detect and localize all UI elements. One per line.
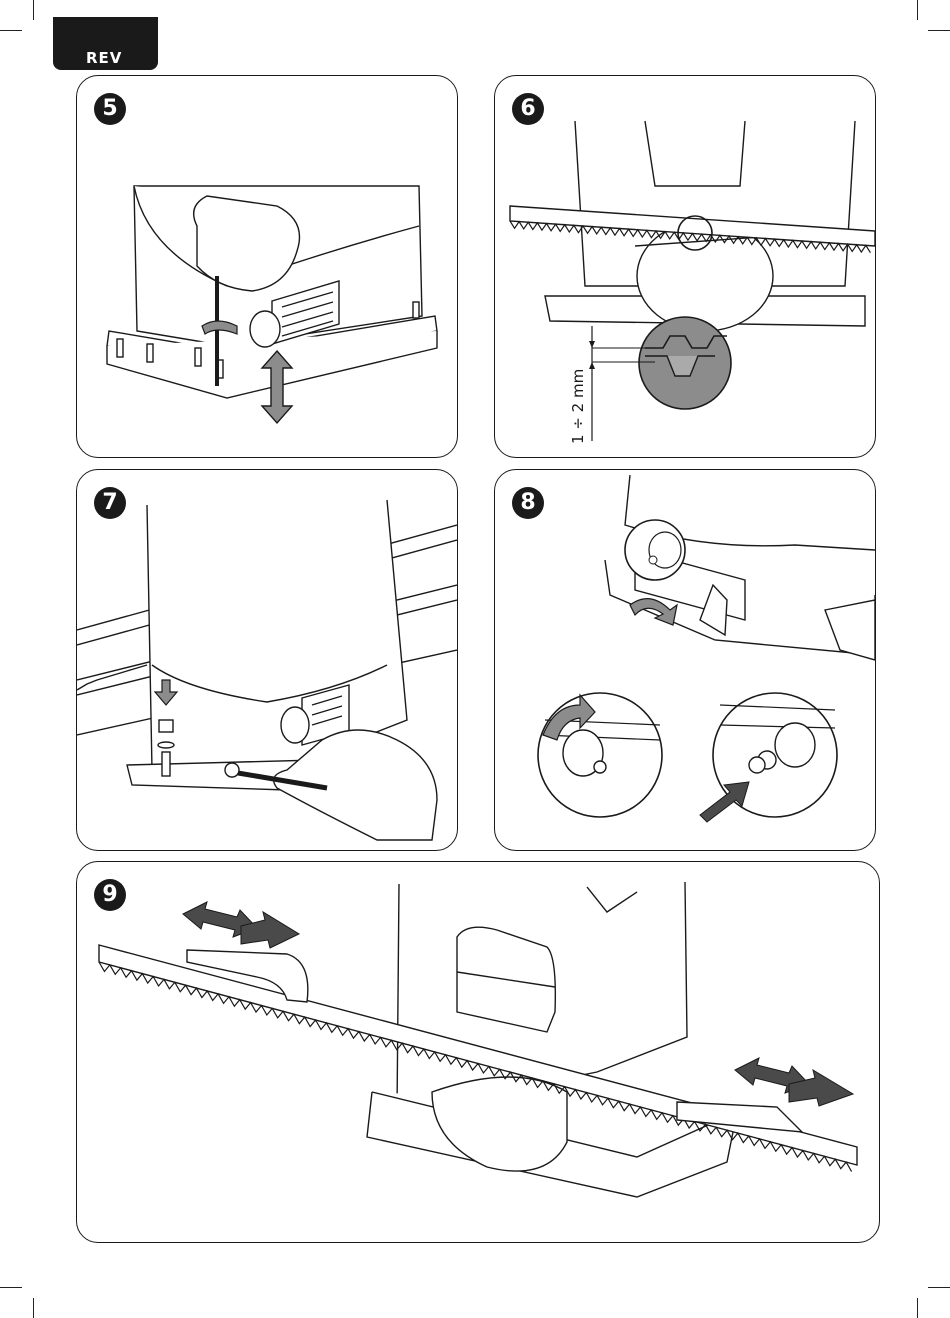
crop-mark <box>0 1287 22 1288</box>
step-8-panel: 8 <box>494 469 876 851</box>
crop-mark <box>917 1298 918 1318</box>
section-tab: REV <box>53 17 158 70</box>
crop-mark <box>33 1298 34 1318</box>
section-tab-label: REV <box>86 49 122 67</box>
step-6-illustration <box>495 76 875 457</box>
step-5-illustration <box>77 76 457 457</box>
crop-mark <box>0 30 22 31</box>
step-9-panel: 9 <box>76 861 880 1243</box>
step-7-panel: 7 <box>76 469 458 851</box>
crop-mark <box>928 1287 950 1288</box>
crop-mark <box>33 0 34 20</box>
step-8-illustration <box>495 470 875 850</box>
step-6-panel: 6 1 ÷ 2 mm <box>494 75 876 458</box>
step-7-illustration <box>77 470 457 850</box>
step-9-illustration <box>77 862 879 1242</box>
crop-mark <box>928 30 950 31</box>
step-5-panel: 5 <box>76 75 458 458</box>
crop-mark <box>917 0 918 20</box>
gap-dimension-label: 1 ÷ 2 mm <box>569 369 587 444</box>
